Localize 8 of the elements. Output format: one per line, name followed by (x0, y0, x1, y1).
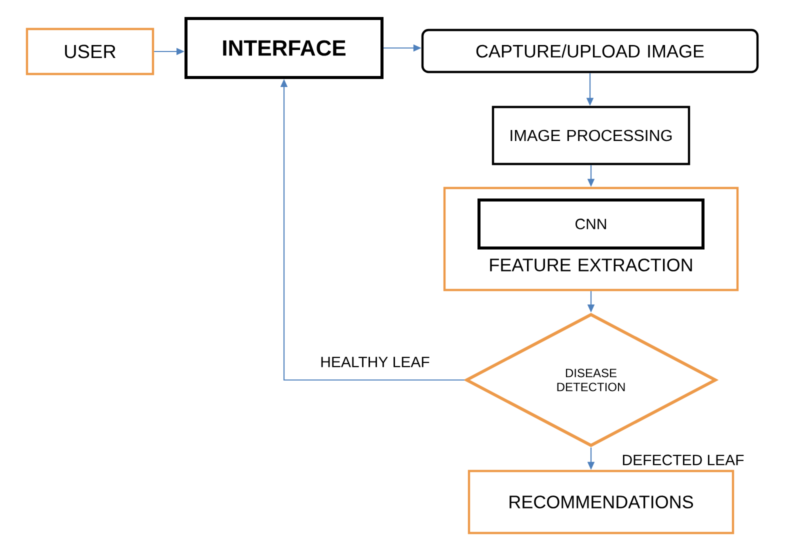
process-box: RECOMMENDATIONS (468, 470, 734, 534)
edge-label: HEALTHY LEAF (319, 356, 431, 368)
process-box: IMAGE PROCESSING (492, 106, 690, 166)
process-box: USER (26, 28, 154, 76)
process-box: CAPTURE/UPLOAD IMAGE (421, 28, 759, 74)
process-box: INTERFACE (184, 17, 384, 79)
edge-label: DEFECTED LEAF (620, 454, 746, 466)
process-box: CNN (478, 198, 704, 250)
